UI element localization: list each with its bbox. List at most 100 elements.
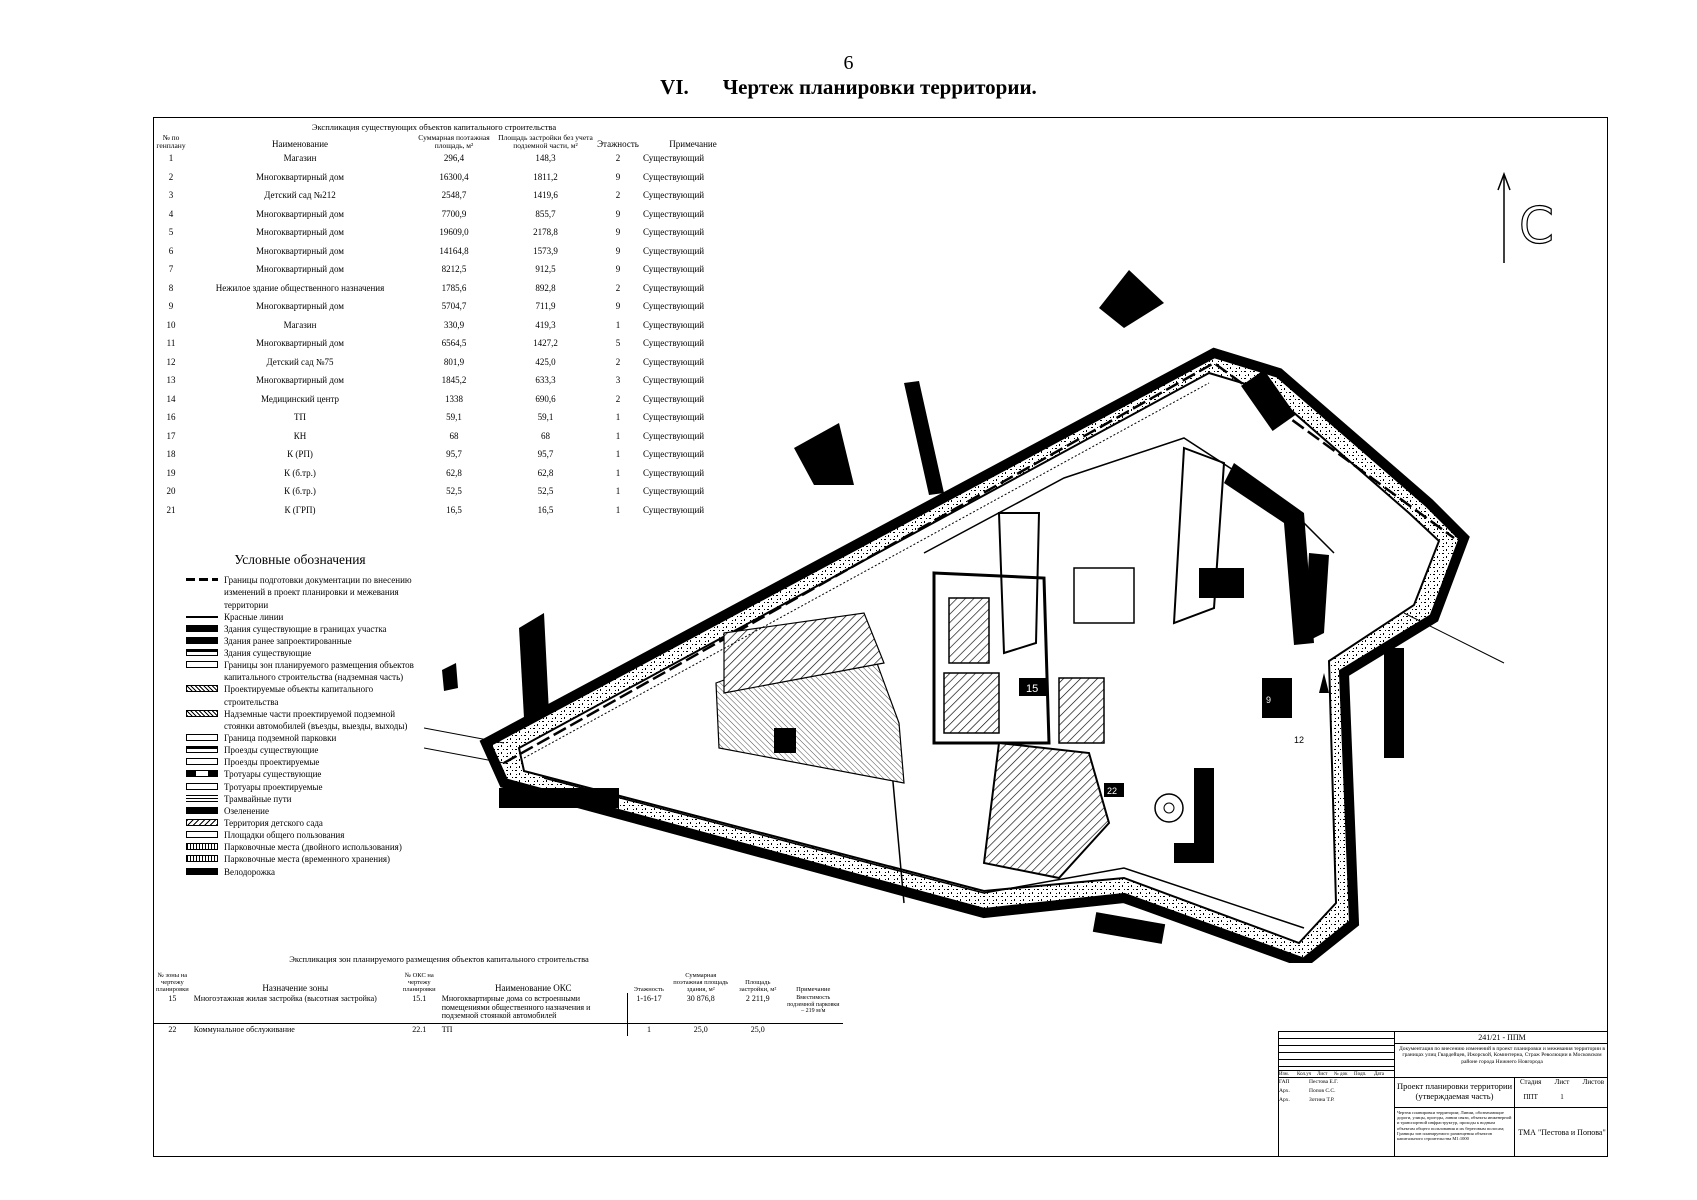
table-cell: 330,9: [443, 319, 465, 330]
zcell: Коммунальное обслуживание: [193, 1024, 295, 1034]
table-cell: 16,5: [537, 504, 554, 515]
legend-label: Границы подготовки документации по внесе…: [224, 575, 412, 610]
map-label-15: 15: [1026, 683, 1038, 695]
table-cell: Существующий: [643, 282, 705, 293]
table-cell: Многоквартирный дом: [256, 227, 344, 238]
heading-roman-numeral: VI.: [660, 75, 689, 99]
table-cell: 7700,9: [441, 208, 467, 219]
north-letter: С: [1519, 197, 1554, 255]
existing-table-title: Экспликация существующих объектов капита…: [311, 122, 557, 132]
table-cell: 2: [615, 190, 621, 201]
legend-swatch: [186, 709, 218, 717]
table-cell: 1: [615, 430, 621, 441]
outside-building-7: [1384, 648, 1404, 758]
legend-swatch: [186, 746, 218, 754]
table-cell: 18: [166, 449, 176, 460]
table-cell: 68: [449, 430, 459, 441]
table-cell: 148,3: [535, 153, 556, 164]
legend-swatch: [186, 734, 218, 742]
legend-swatch: [186, 636, 218, 644]
table-cell: 95,7: [537, 449, 554, 460]
zcol-purpose: Назначение зоны: [262, 983, 329, 993]
table-cell: Существующий: [643, 467, 705, 478]
table-cell: 1845,2: [441, 375, 467, 386]
table-cell: 1573,9: [533, 245, 558, 256]
legend-swatch: [186, 794, 218, 802]
table-cell: 1811,2: [533, 171, 558, 182]
table-cell: 1: [615, 467, 621, 478]
legend-label: Здания ранее запроектированные: [224, 635, 352, 646]
legend-title: Условные обозначения: [234, 552, 366, 567]
heading-text: Чертеж планировки территории.: [722, 75, 1037, 99]
zone-15-boundary: [932, 571, 1051, 745]
map-label-9: 9: [1266, 695, 1271, 705]
legend-item: Красные линии: [186, 611, 414, 623]
legend-label: Здания существующие: [224, 648, 312, 659]
table-cell: 5: [168, 227, 174, 238]
table-cell: Многоквартирный дом: [256, 171, 344, 182]
existing-table-header: № по генплану Наименование Суммарная поэ…: [154, 134, 745, 150]
table-cell: 801,9: [443, 356, 465, 367]
existing-building-outline-3: [1073, 567, 1135, 624]
table-cell: 6: [168, 245, 174, 256]
stamp-stage-header: Лист: [1554, 1078, 1570, 1086]
legend-list: Границы подготовки документации по внесе…: [186, 574, 414, 878]
outside-building-5: [442, 663, 458, 691]
legend-item: Трамвайные пути: [186, 793, 414, 805]
legend-swatch: [186, 831, 218, 839]
existing-building-ne: [1241, 369, 1296, 431]
table-cell: 1427,2: [533, 338, 558, 349]
legend-label: Надземные части проектируемой подземной …: [224, 708, 408, 731]
table-cell: 20: [166, 486, 176, 497]
roundabout-center: [1163, 802, 1175, 814]
proposed-building-15b: [943, 672, 1000, 734]
legend-label: Парковочные места (временного хранения): [224, 854, 391, 865]
label-box-15: [1019, 678, 1047, 696]
zcell: 2 211,9: [745, 994, 770, 1004]
outside-building-2: [904, 381, 944, 495]
zcell: 25,0: [693, 1024, 708, 1034]
stamp-role: Арх.: [1279, 1097, 1290, 1103]
table-cell: Магазин: [283, 319, 317, 330]
legend: Условные обозначения Границы подготовки …: [186, 551, 414, 878]
legend-label: Здания существующие в границах участка: [224, 623, 387, 634]
table-cell: 690,6: [535, 393, 556, 404]
table-cell: Существующий: [643, 356, 705, 367]
legend-item: Границы подготовки документации по внесе…: [186, 574, 414, 610]
table-cell: 892,8: [535, 282, 556, 293]
legend-label: Озеленение: [224, 805, 269, 816]
street-ext-west-2: [424, 747, 505, 764]
drawing-frame: Экспликация существующих объектов капита…: [153, 117, 1608, 1157]
zcol-total-area: Суммарная поэтажная площадь здания, м²: [673, 972, 729, 993]
stamp-description: Документация по внесению изменений в про…: [1394, 1044, 1607, 1078]
legend-label: Проектируемые объекты капитального строи…: [224, 684, 374, 707]
table-cell: 6564,5: [441, 338, 467, 349]
table-cell: 11: [166, 338, 176, 349]
stamp-col: Дата: [1374, 1072, 1384, 1077]
legend-swatch: [186, 819, 218, 827]
table-cell: Существующий: [643, 393, 705, 404]
table-cell: 1: [615, 319, 621, 330]
table-cell: 59,1: [537, 412, 554, 423]
col-floors: Этажность: [597, 139, 639, 150]
table-cell: 3: [615, 375, 621, 386]
table-cell: ТП: [294, 412, 306, 423]
table-cell: 62,8: [537, 467, 554, 478]
col-name: Наименование: [271, 139, 329, 150]
table-cell: 1419,6: [533, 190, 558, 201]
table-cell: Многоквартирный дом: [256, 245, 344, 256]
table-cell: Многоквартирный дом: [256, 264, 344, 275]
legend-item: Граница подземной парковки: [186, 732, 414, 744]
page-number: 6: [843, 52, 854, 74]
stamp-sheet-title: Чертеж планировки территории; Линии, обо…: [1394, 1108, 1514, 1156]
stamp-person-row: Арх.Попов С.С.: [1279, 1087, 1394, 1096]
table-cell: Существующий: [643, 301, 705, 312]
legend-label: Площадки общего пользования: [224, 830, 345, 841]
table-cell: Детский сад №75: [266, 356, 334, 367]
table-cell: 1: [615, 486, 621, 497]
table-cell: 2548,7: [441, 190, 467, 201]
